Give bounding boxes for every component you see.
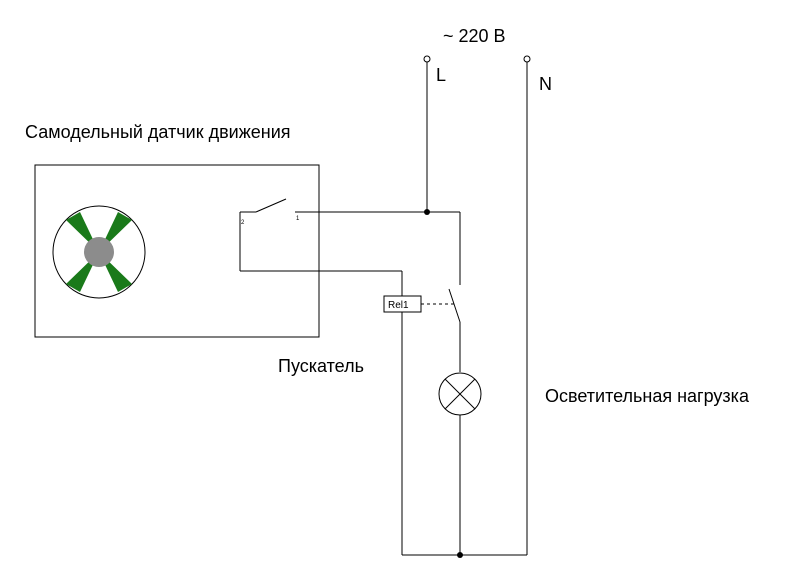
contact-pin-2-label: 2 bbox=[241, 220, 245, 226]
sensor-contact bbox=[239, 198, 460, 271]
relay-tag: Rel1 bbox=[388, 300, 409, 311]
neutral-terminal bbox=[523, 55, 531, 63]
contact-pin-1-label: 1 bbox=[296, 216, 300, 222]
supply-voltage-label: ~ 220 В bbox=[443, 26, 506, 46]
relay-title: Пускатель bbox=[278, 356, 364, 376]
sensor-title: Самодельный датчик движения bbox=[25, 122, 291, 142]
lamp-icon bbox=[438, 372, 482, 416]
junction-dot bbox=[424, 209, 430, 215]
line-terminal-label: L bbox=[436, 65, 446, 85]
bottom-junction-dot bbox=[457, 552, 463, 558]
sensor-box bbox=[34, 164, 320, 338]
line-terminal bbox=[423, 55, 431, 63]
load-title: Осветительная нагрузка bbox=[545, 386, 750, 406]
relay-contact bbox=[448, 212, 461, 372]
neutral-terminal-label: N bbox=[539, 74, 552, 94]
motion-sensor-icon bbox=[52, 205, 146, 299]
